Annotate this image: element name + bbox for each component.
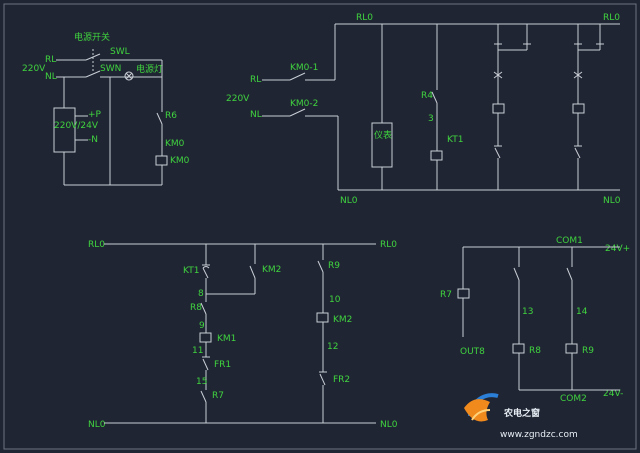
km0-2-contact xyxy=(289,108,306,117)
rl0-bottom-right-label: RL0 xyxy=(380,240,397,250)
lamp-icon xyxy=(124,71,134,81)
motor-control-section: RL0 RL0 NL0 NL0 KT1 KM2 8 R8 9 KM1 11 FR… xyxy=(88,240,398,430)
watermark: 农电之窗 www.zgndzc.com xyxy=(464,393,578,440)
plus-p-label: +P xyxy=(88,110,102,120)
v24-minus-label: 24V- xyxy=(603,389,623,399)
rl0-top-label: RL0 xyxy=(356,13,373,23)
r9-contact-label: R9 xyxy=(328,261,340,271)
v24-plus-label: 24V+ xyxy=(605,244,630,254)
out8-label: OUT8 xyxy=(460,347,485,357)
num-8-label: 8 xyxy=(198,289,204,299)
brand-url: www.zgndzc.com xyxy=(500,430,578,440)
km1-coil-label: KM1 xyxy=(217,334,236,344)
r8-coil-label: R8 xyxy=(529,346,541,356)
nl0-top-right-label: NL0 xyxy=(603,196,621,206)
supply-voltage-label: 220V xyxy=(22,64,46,74)
km0-contact-label: KM0 xyxy=(165,139,185,149)
nl0-bottom-left-label: NL0 xyxy=(88,420,106,430)
num-10-label: 10 xyxy=(329,295,341,305)
km2-contact-label: KM2 xyxy=(262,265,281,275)
km0-coil-label: KM0 xyxy=(170,156,190,166)
num-11-label: 11 xyxy=(192,346,203,356)
power-lamp-label: 电源灯 xyxy=(136,63,163,75)
supply-rating-label: 220V/24V xyxy=(54,121,99,131)
rl0-top-right-label: RL0 xyxy=(603,13,620,23)
r6-contact xyxy=(156,112,163,125)
r8-contact-label: R8 xyxy=(190,303,202,313)
num-13-label: 13 xyxy=(522,307,533,317)
km0-1-contact xyxy=(289,72,306,81)
kt1-timer-contact xyxy=(202,266,210,269)
swn-switch xyxy=(85,70,101,78)
r7-contact xyxy=(200,390,207,403)
num-3-label: 3 xyxy=(428,114,434,124)
swl-label: SWL xyxy=(110,47,130,57)
out14-contact xyxy=(566,267,573,281)
power-switch-label: 电源开关 xyxy=(74,31,110,43)
r7-contact-label: R7 xyxy=(212,391,224,401)
km2-interlock-contact xyxy=(249,265,256,279)
instrument-section: RL0 RL0 RL 220V NL KM0-1 KM0-2 NL0 NL0 仪… xyxy=(226,13,621,206)
r6-label: R6 xyxy=(165,111,177,121)
com2-label: COM2 xyxy=(560,394,587,404)
rl-label: RL xyxy=(45,55,56,65)
num-14-label: 14 xyxy=(576,307,588,317)
nl-mid-label: NL xyxy=(250,110,262,120)
kt1-coil-label: KT1 xyxy=(447,135,463,145)
r7-coil-label: R7 xyxy=(440,290,452,300)
out13-contact xyxy=(513,267,520,281)
num-9-label: 9 xyxy=(199,321,205,331)
output-section: COM1 24V+ COM2 24V- R7 OUT8 13 R8 14 R9 xyxy=(440,236,630,404)
fr2-label: FR2 xyxy=(333,375,350,385)
nl0-top-label: NL0 xyxy=(340,196,358,206)
swn-label: SWN xyxy=(100,64,121,74)
r9-coil-label: R9 xyxy=(582,346,594,356)
instrument-label: 仪表 xyxy=(374,129,392,141)
brand-logo-icon xyxy=(464,393,499,422)
rl-mid-label: RL xyxy=(250,75,261,85)
r4-contact xyxy=(431,91,438,104)
nl0-bottom-right-label: NL0 xyxy=(380,420,398,430)
km2-coil-label: KM2 xyxy=(333,315,352,325)
kt1-contact-label: KT1 xyxy=(183,266,199,276)
fr1-label: FR1 xyxy=(214,360,231,370)
nl-label: NL xyxy=(45,72,57,82)
km0-1-label: KM0-1 xyxy=(290,63,318,73)
minus-n-label: -N xyxy=(88,135,98,145)
com1-label: COM1 xyxy=(556,236,583,246)
brand-name: 农电之窗 xyxy=(503,407,540,419)
km0-2-label: KM0-2 xyxy=(290,99,318,109)
num-12-label: 12 xyxy=(327,342,338,352)
r8-contact xyxy=(200,302,207,315)
num-15-label: 15 xyxy=(196,377,207,387)
rl0-bottom-left-label: RL0 xyxy=(88,240,105,250)
fr2-contact xyxy=(319,373,326,386)
r4-label: R4 xyxy=(421,91,433,101)
drawing-frame xyxy=(3,3,637,450)
r9-contact xyxy=(317,260,324,273)
power-section: 电源开关 RL NL 220V SWL SWN 电源灯 220V/24V +P … xyxy=(22,31,190,186)
supply-220v-mid-label: 220V xyxy=(226,94,250,104)
fr1-contact xyxy=(202,358,209,371)
